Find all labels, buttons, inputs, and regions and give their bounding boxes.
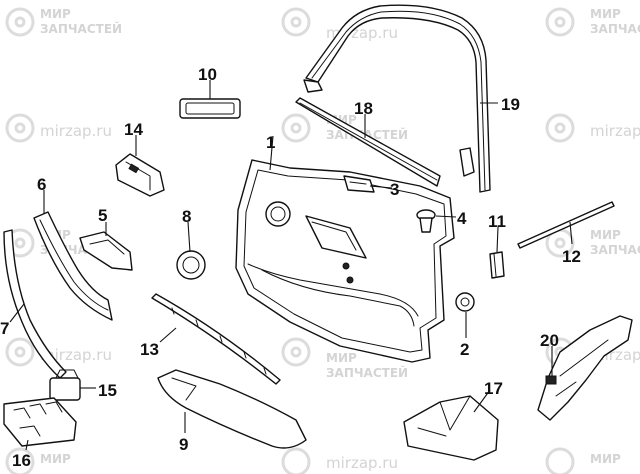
callout-11: 11 xyxy=(488,212,506,231)
watermark-line1: МИР xyxy=(326,351,357,365)
part-5-switch-cover xyxy=(79,231,133,271)
callout-2: 2 xyxy=(460,340,469,359)
callout-19: 19 xyxy=(501,95,520,114)
part-7-curved-strip xyxy=(3,229,67,379)
part-3-inner-handle xyxy=(343,175,375,193)
callout-3: 3 xyxy=(390,180,399,199)
part-20-reinforcement xyxy=(537,315,633,421)
watermark-line2: ЗАПЧАСТЕЙ xyxy=(40,21,122,36)
watermark-url: mirzap.ru xyxy=(40,346,112,364)
part-11-clip xyxy=(489,251,505,279)
watermark-url: mirzap.ru xyxy=(40,122,112,140)
callout-6: 6 xyxy=(37,175,46,194)
part-19-window-frame xyxy=(303,4,491,193)
callout-4: 4 xyxy=(457,209,467,228)
part-9-armrest xyxy=(157,369,307,449)
part-10-bezel xyxy=(179,98,241,119)
watermark-url: mirzap.ru xyxy=(326,454,398,472)
watermark-line2: ЗАПЧАСТЕЙ xyxy=(590,21,640,36)
callout-15: 15 xyxy=(98,381,117,400)
part-12-strip xyxy=(517,201,615,249)
part-18-belt-strip xyxy=(295,97,441,187)
part-13-lower-strip xyxy=(151,293,281,385)
callout-9: 9 xyxy=(179,435,188,454)
watermark-line2: ЗАПЧАСТЕЙ xyxy=(326,365,408,380)
part-4-clip xyxy=(416,209,436,233)
part-1-door-trim-panel xyxy=(235,159,455,363)
watermark-line1: МИР xyxy=(590,7,621,21)
watermark-url: mirzap.ru xyxy=(590,122,640,140)
callout-10: 10 xyxy=(198,65,217,84)
part-14-switch xyxy=(115,153,165,197)
leader-lines xyxy=(9,80,573,451)
callout-14: 14 xyxy=(124,120,143,139)
callout-8: 8 xyxy=(182,207,191,226)
part-6-trim-strip xyxy=(33,211,113,321)
watermark-line1: МИР xyxy=(40,452,71,466)
watermark-logo xyxy=(5,7,575,474)
callout-16: 16 xyxy=(12,451,31,470)
callout-17: 17 xyxy=(484,379,503,398)
callout-12: 12 xyxy=(562,247,581,266)
watermark-line1: МИР xyxy=(590,228,621,242)
callout-labels: 1 2 3 4 5 6 7 8 9 10 11 12 13 14 15 16 1… xyxy=(0,65,581,470)
watermark-line1: МИР xyxy=(590,452,621,466)
callout-7: 7 xyxy=(0,319,9,338)
part-16-switch-block xyxy=(3,397,77,447)
part-8-tweeter xyxy=(176,250,206,280)
callout-13: 13 xyxy=(140,340,159,359)
part-2-nut xyxy=(455,292,475,312)
part-15-switch xyxy=(49,369,81,401)
watermark-line1: МИР xyxy=(40,7,71,21)
callout-1: 1 xyxy=(266,133,275,152)
part-17-bracket xyxy=(403,395,499,461)
callout-20: 20 xyxy=(540,331,559,350)
callout-18: 18 xyxy=(354,99,373,118)
callout-5: 5 xyxy=(98,206,107,225)
watermark-line2: ЗАПЧАСТЕЙ xyxy=(590,242,640,257)
